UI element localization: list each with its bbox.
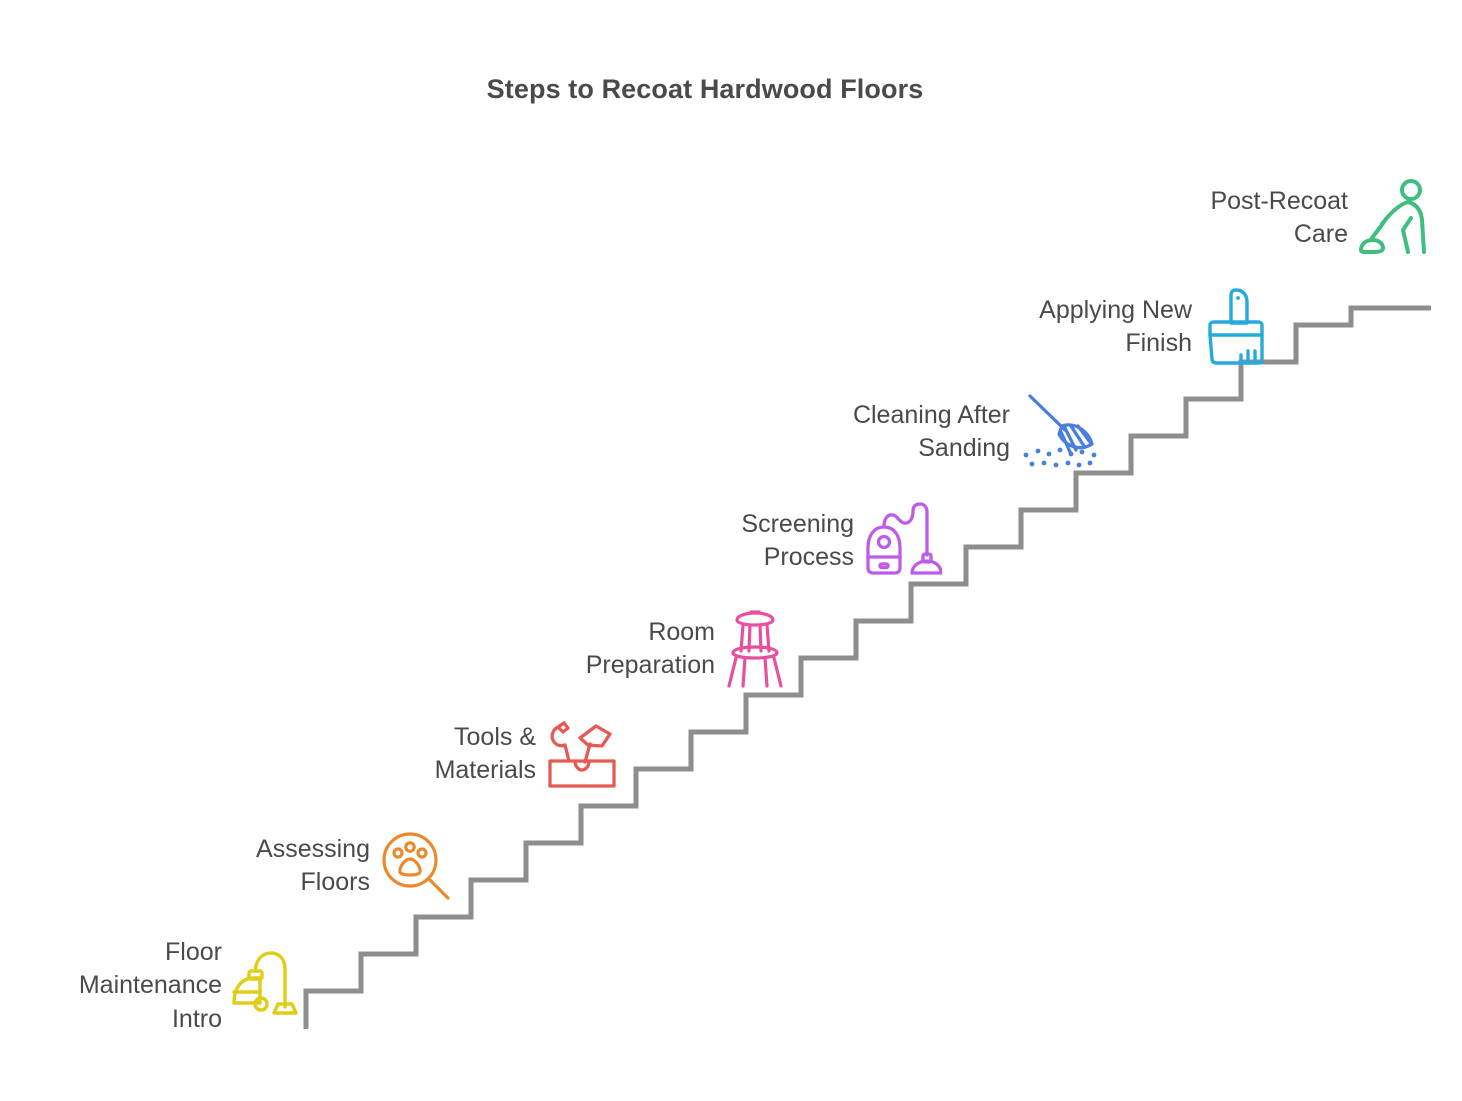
toolbox-icon [544, 718, 620, 790]
step-label-post-recoat-care: Post-Recoat Care [1210, 186, 1348, 248]
person-mopping-icon [1356, 178, 1436, 258]
step-label-applying-new-finish: Applying New Finish [1039, 295, 1192, 357]
step-label-tools-materials: Tools & Materials [434, 722, 536, 784]
step-label-floor-maintenance-intro: Floor Maintenance Intro [78, 938, 222, 1033]
paintbrush-icon [1200, 285, 1272, 369]
step-item-cleaning-after-sanding[interactable]: Cleaning After Sanding [0, 392, 1104, 472]
step-label-screening-process: Screening Process [741, 509, 854, 571]
step-item-screening-process[interactable]: Screening Process [0, 500, 942, 582]
upright-vacuum-icon [862, 500, 942, 582]
step-item-tools-materials[interactable]: Tools & Materials [0, 718, 620, 790]
step-label-cleaning-after-sanding: Cleaning After Sanding [852, 400, 1010, 462]
vacuum-cleaner-icon [230, 947, 302, 1025]
step-item-assessing-floors[interactable]: Assessing Floors [0, 828, 454, 904]
broom-sweep-icon [1018, 392, 1104, 472]
step-item-room-preparation[interactable]: Room Preparation [0, 608, 787, 690]
magnifier-paw-icon [378, 828, 454, 904]
page-title: Steps to Recoat Hardwood Floors [486, 74, 924, 104]
chair-icon [723, 608, 787, 690]
step-label-assessing-floors: Assessing Floors [256, 834, 370, 896]
step-item-applying-new-finish[interactable]: Applying New Finish [0, 285, 1272, 369]
step-item-post-recoat-care[interactable]: Post-Recoat Care [0, 178, 1436, 258]
step-item-floor-maintenance-intro[interactable]: Floor Maintenance Intro [0, 936, 302, 1036]
step-label-room-preparation: Room Preparation [585, 617, 715, 679]
